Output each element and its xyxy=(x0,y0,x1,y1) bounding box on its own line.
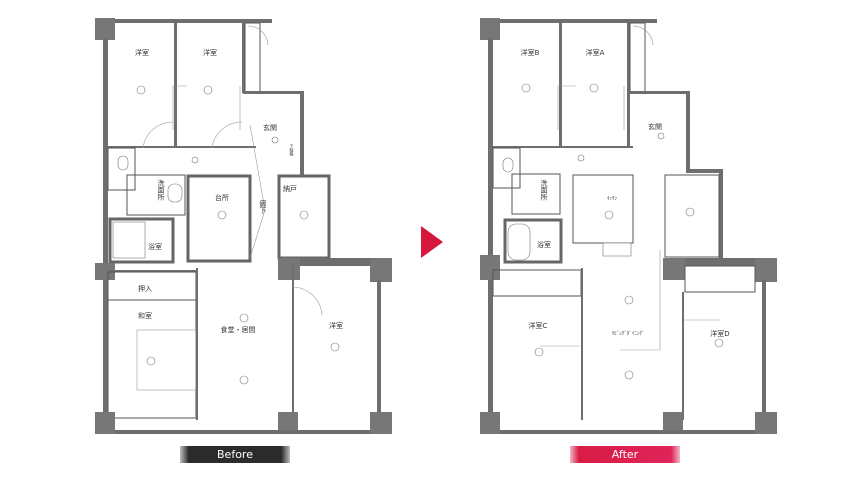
room-label-japanese: 和室 xyxy=(138,311,152,320)
room-label-storage: 納戸 xyxy=(283,184,297,193)
room-label-western-1: 洋室 xyxy=(135,48,149,57)
before-badge: Before xyxy=(180,446,290,463)
room-label-closet: 押入 xyxy=(138,284,152,293)
room-label-kitchen-after: ｷｯﾁﾝ xyxy=(607,196,618,202)
room-label-washroom: 洗面所 xyxy=(157,179,165,202)
room-label-living-dining: ﾘﾋﾞﾝｸﾞﾀﾞｲﾆﾝｸﾞ xyxy=(612,330,645,337)
room-label-washroom-after: 洗面所 xyxy=(540,179,548,202)
after-floor-plan: 洋室B 洋室A 玄関 ｷｯﾁﾝ 洗面所 浴室 洋室C ﾘﾋﾞﾝｸﾞﾀﾞｲﾆﾝｸﾞ… xyxy=(480,18,777,434)
room-label-shoe-box: 下駄箱 xyxy=(290,144,295,157)
room-label-hallway: 廊下 xyxy=(259,199,267,215)
room-label-western-d: 洋室D xyxy=(710,329,729,338)
room-label-bath-after: 浴室 xyxy=(537,240,551,249)
room-label-entrance-after: 玄関 xyxy=(648,122,662,131)
after-badge: After xyxy=(570,446,680,463)
room-label-bath: 浴室 xyxy=(148,242,162,251)
before-floor-plan: 洋室 洋室 玄関 下駄箱 納戸 洗面所 台所 廊下 浴室 押入 和室 食堂・居間… xyxy=(95,18,392,434)
room-label-western-c: 洋室C xyxy=(529,321,548,330)
arrow-icon xyxy=(421,226,443,258)
room-label-western-a: 洋室A xyxy=(586,48,605,57)
room-label-entrance: 玄関 xyxy=(263,123,277,132)
room-label-western-2: 洋室 xyxy=(203,48,217,57)
room-label-kitchen: 台所 xyxy=(215,193,229,202)
room-label-western-b: 洋室B xyxy=(521,48,540,57)
room-label-western-3: 洋室 xyxy=(329,321,343,330)
room-label-dining-living: 食堂・居間 xyxy=(221,325,256,334)
